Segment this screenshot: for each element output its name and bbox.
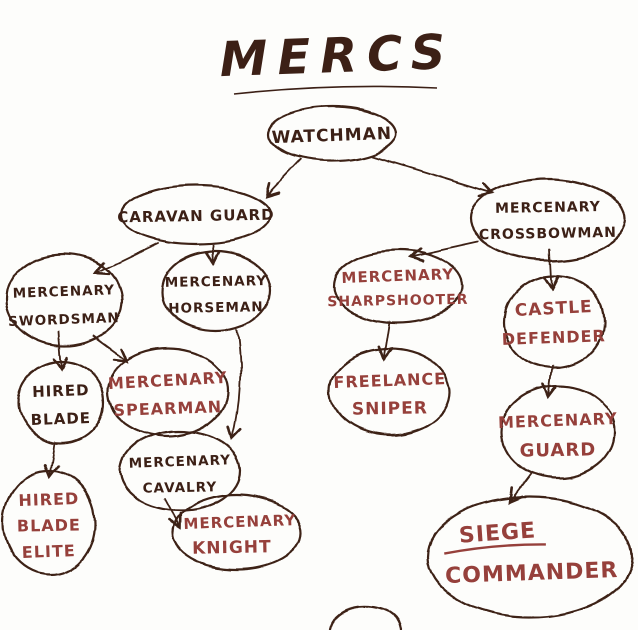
label-mercenary-horseman-2: HORSEMAN [168, 299, 264, 317]
bubble-watchman [266, 105, 398, 163]
labels-layer: WATCHMAN CARAVAN GUARD MERCENARY CROSSBO… [8, 124, 619, 589]
label-mercenary-guard-1: MERCENARY [498, 409, 618, 432]
label-mercenary-sharpshooter-1: MERCENARY [341, 265, 454, 287]
bubble-hired-blade [16, 359, 106, 445]
label-castle-defender-2: DEFENDER [502, 326, 607, 349]
edge-watchman-mercenary-crossbowman [371, 155, 495, 198]
bubble-mercenary-sharpshooter [332, 248, 464, 324]
bubble-hired-blade-elite [1, 469, 97, 577]
label-mercenary-guard-2: GUARD [519, 439, 596, 461]
partial-bubble-bottom [328, 605, 403, 630]
label-freelance-sniper-1: FREELANCE [333, 369, 446, 392]
bubble-mercenary-horseman [160, 249, 272, 333]
bubble-mercenary-crossbowman [468, 176, 628, 262]
edge-mercenary-cavalry-mercenary-knight [164, 498, 182, 530]
label-mercenary-cavalry-2: CAVALRY [143, 479, 218, 496]
label-mercenary-swordsman-2: SWORDSMAN [8, 310, 120, 330]
edge-mercenary-swordsman-hired-blade [52, 332, 68, 372]
bubble-mercenary-cavalry [118, 429, 242, 513]
label-mercenary-sharpshooter-2: SHARPSHOOTER [327, 292, 468, 310]
bubble-castle-defender [502, 274, 606, 370]
label-watchman: WATCHMAN [271, 124, 392, 148]
edges-layer [43, 155, 560, 530]
edge-mercenary-crossbowman-castle-defender [543, 249, 560, 292]
label-castle-defender-1: CASTLE [514, 297, 593, 321]
bubble-mercenary-knight [171, 493, 303, 571]
edge-castle-defender-mercenary-guard [541, 365, 558, 400]
edge-watchman-caravan-guard [264, 159, 301, 198]
label-freelance-sniper-2: SNIPER [352, 398, 428, 419]
bubble-siege-commander [426, 495, 634, 619]
label-hired-blade-2: BLADE [30, 409, 91, 429]
bubble-mercenary-guard [499, 384, 617, 480]
edge-mercenary-crossbowman-mercenary-sharpshooter [407, 241, 479, 263]
label-mercenary-spearman-2: SPEARMAN [113, 397, 222, 420]
siege-underline [444, 543, 546, 555]
bubbles-layer [1, 105, 634, 630]
bubble-mercenary-swordsman [4, 252, 124, 348]
label-mercenary-knight-1: MERCENARY [183, 511, 296, 533]
label-hired-blade-1: HIRED [32, 381, 90, 401]
edge-caravan-guard-mercenary-horseman [205, 244, 222, 266]
edge-mercenary-horseman-mercenary-cavalry [227, 329, 243, 441]
label-mercenary-horseman-1: MERCENARY [165, 273, 268, 291]
label-mercenary-swordsman-1: MERCENARY [12, 282, 115, 302]
edge-mercenary-sharpshooter-freelance-sniper [378, 320, 394, 362]
label-siege-commander-2: COMMANDER [445, 558, 619, 589]
bubble-freelance-sniper [328, 347, 452, 437]
label-hired-blade-elite-1: HIRED [18, 489, 80, 510]
label-hired-blade-elite-2: BLADE [17, 515, 81, 535]
title-underline [233, 85, 438, 95]
label-hired-blade-elite-3: ELITE [22, 541, 77, 562]
label-mercenary-cavalry-1: MERCENARY [128, 452, 231, 472]
bubble-mercenary-spearman [106, 346, 230, 438]
label-mercenary-crossbowman-2: CROSSBOWMAN [479, 225, 617, 243]
diagram-title: MERCS [219, 24, 456, 88]
bubble-caravan-guard [120, 184, 272, 246]
label-caravan-guard: CARAVAN GUARD [117, 206, 275, 227]
label-mercenary-knight-2: KNIGHT [192, 537, 272, 558]
label-mercenary-crossbowman-1: MERCENARY [495, 199, 601, 217]
edge-mercenary-swordsman-mercenary-spearman [92, 335, 130, 363]
